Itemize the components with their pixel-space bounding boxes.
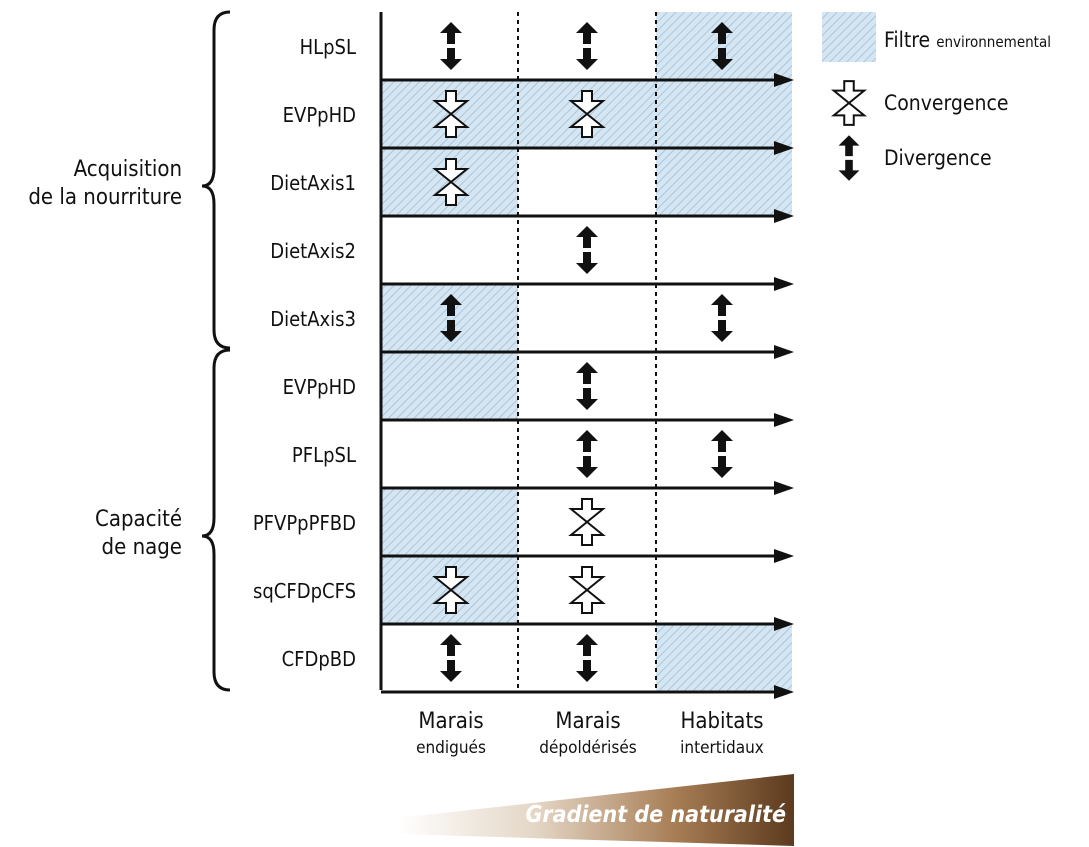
divergence-icon	[440, 22, 462, 70]
row-label: HLpSL	[300, 35, 356, 59]
filter-cell	[656, 148, 792, 216]
legend: Filtre environnemental Convergence Diver…	[822, 12, 1051, 181]
convergence-icon	[568, 498, 606, 546]
row-label: DietAxis3	[270, 307, 356, 331]
row-axis-arrowhead	[774, 73, 794, 87]
row-axis-arrowhead	[774, 277, 794, 291]
column-label: intertidaux	[680, 738, 764, 758]
row-label: PFVPpPFBD	[253, 511, 356, 535]
divergence-icon	[711, 294, 733, 342]
legend-filter-swatch	[822, 12, 876, 62]
column-label: endigués	[416, 738, 486, 758]
convergence-icon	[830, 80, 868, 126]
column-label: Marais	[555, 709, 620, 734]
row-axis-arrowhead	[774, 481, 794, 495]
convergence-icon	[830, 80, 868, 126]
filter-cell	[656, 624, 792, 692]
divergence-icon	[576, 634, 598, 682]
row-label: CFDpBD	[282, 647, 356, 671]
row-arrows-layer	[381, 73, 794, 699]
row-axis-arrowhead	[774, 549, 794, 563]
row-labels: HLpSL EVPpHD DietAxis1 DietAxis2 DietAxi…	[253, 35, 356, 671]
divergence-icon	[576, 22, 598, 70]
convergence-icon	[432, 566, 470, 614]
filter-cell	[381, 488, 518, 556]
group-brace-acquisition	[201, 10, 231, 350]
row-label: EVPpHD	[283, 103, 356, 127]
divergence-icon	[838, 135, 860, 181]
row-label: PFLpSL	[292, 443, 356, 467]
divergence-icon	[576, 430, 598, 478]
row-axis-arrowhead	[774, 617, 794, 631]
column-label: Habitats	[680, 709, 763, 734]
convergence-icon	[568, 90, 606, 138]
legend-divergence-label: Divergence	[884, 146, 992, 170]
divergence-icon	[838, 135, 860, 181]
convergence-icon	[568, 566, 606, 614]
row-label: sqCFDpCFS	[253, 579, 356, 603]
group-label: de nage	[102, 535, 182, 560]
row-axis-arrowhead	[774, 413, 794, 427]
divergence-icon	[440, 634, 462, 682]
gradient-wedge	[398, 774, 794, 846]
row-label: DietAxis1	[270, 171, 356, 195]
row-label: EVPpHD	[283, 375, 356, 399]
column-label: dépoldérisés	[539, 738, 636, 758]
group-label: de la nourriture	[28, 185, 182, 210]
row-axis-arrowhead	[774, 345, 794, 359]
filter-cell	[656, 12, 792, 80]
column-labels: Marais endigués Marais dépoldérisés Habi…	[416, 709, 764, 758]
row-axis-arrowhead	[774, 209, 794, 223]
legend-convergence-label: Convergence	[884, 91, 1009, 115]
divergence-icon	[711, 430, 733, 478]
divergence-icon	[711, 22, 733, 70]
filter-cell	[656, 80, 792, 148]
convergence-icon	[432, 90, 470, 138]
row-label: DietAxis2	[270, 239, 356, 263]
divergence-icon	[576, 362, 598, 410]
divergence-icon	[440, 294, 462, 342]
cell-symbols-layer	[432, 22, 733, 682]
filter-cell	[381, 352, 518, 420]
naturalness-gradient: Gradient de naturalité	[398, 774, 794, 846]
column-label: Marais	[418, 709, 483, 734]
row-axis-arrowhead	[774, 685, 794, 699]
group-label: Capacité	[95, 507, 182, 532]
filter-cell	[381, 284, 518, 352]
gradient-label: Gradient de naturalité	[525, 802, 786, 828]
convergence-icon	[432, 158, 470, 206]
legend-filter-label: Filtre environnemental	[884, 28, 1051, 52]
group-label: Acquisition	[74, 157, 182, 182]
row-axis-arrowhead	[774, 141, 794, 155]
group-brace-nage	[201, 348, 231, 692]
divergence-icon	[576, 226, 598, 274]
